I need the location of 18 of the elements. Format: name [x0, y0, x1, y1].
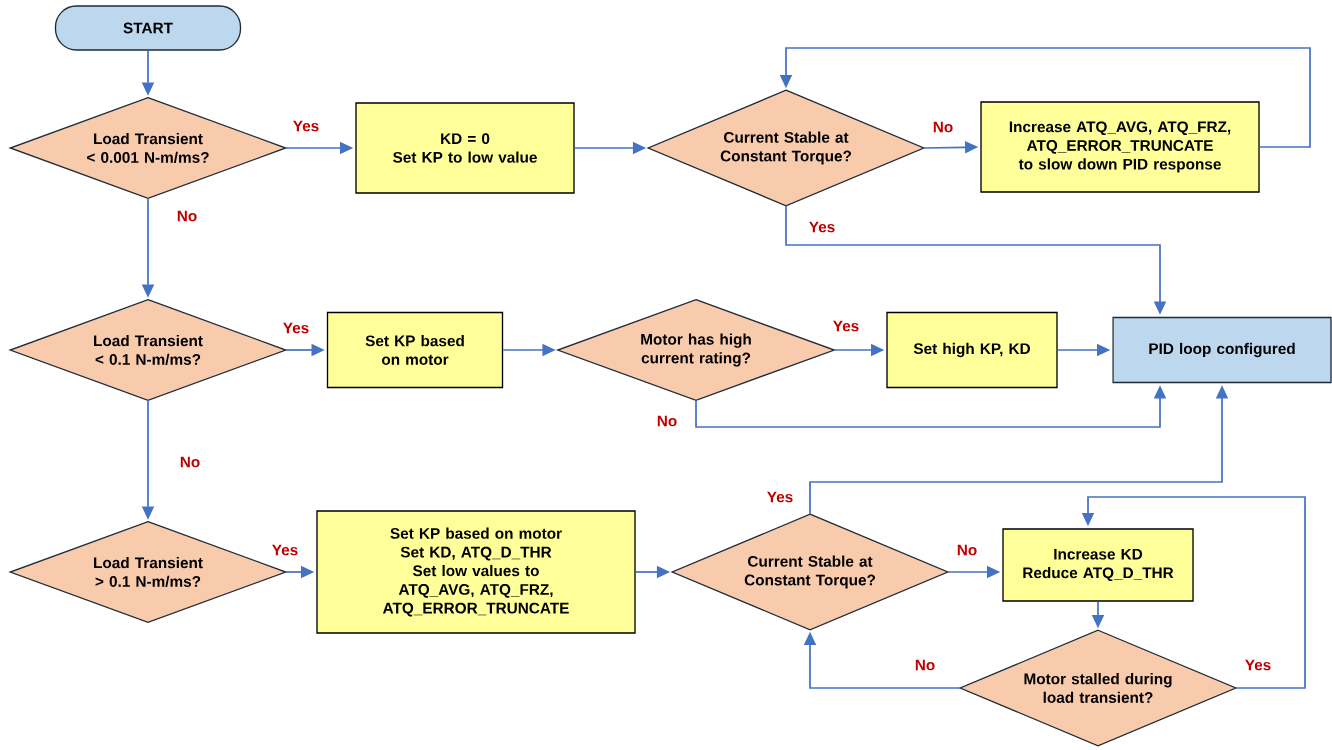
edge-label: Yes [767, 491, 793, 503]
process-box: Set high KP, KD [886, 311, 1058, 389]
process-box: Set KP based on motor [326, 311, 504, 389]
edge-label: No [957, 544, 977, 556]
edge-label: No [933, 121, 953, 133]
edge-label: Yes [809, 221, 835, 233]
start-terminal: START [54, 5, 242, 51]
process-box: Increase ATQ_AVG, ATQ_FRZ, ATQ_ERROR_TRUNCATE to slow down PID response [980, 101, 1260, 193]
edge-label: No [915, 659, 935, 671]
process-box: Increase KD Reduce ATQ_D_THR [1002, 528, 1194, 602]
edge-label: No [177, 210, 197, 222]
edge-label: No [180, 456, 200, 468]
edge-label: Yes [1245, 659, 1271, 671]
process-box: Set KP based on motor Set KD, ATQ_D_THR Set low values to ATQ_AVG, ATQ_FRZ, ATQ_ERROR_TRUNCATE [316, 510, 636, 634]
edge-label: Yes [293, 120, 319, 132]
end-box: PID loop configured [1112, 316, 1332, 384]
edge-label: No [657, 415, 677, 427]
process-box: KD = 0 Set KP to low value [355, 102, 575, 194]
